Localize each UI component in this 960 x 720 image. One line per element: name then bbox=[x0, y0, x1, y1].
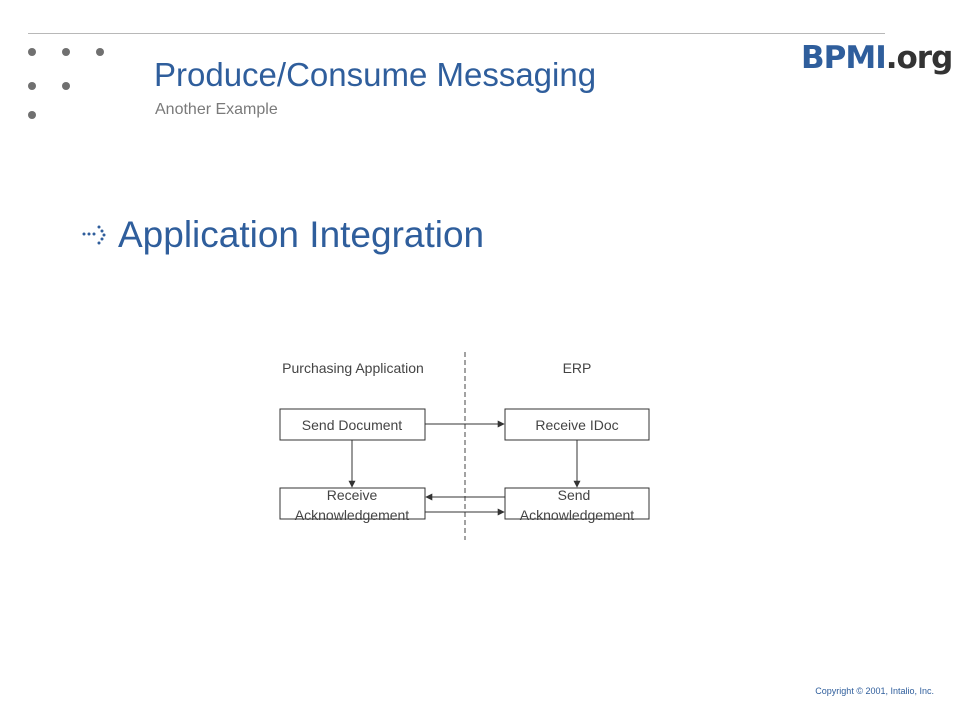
logo-text-main: BPMI bbox=[801, 40, 887, 76]
box-receive-acknowledgement: Receive Acknowledgement bbox=[279, 487, 426, 523]
decorative-dots bbox=[0, 0, 120, 130]
box-label-line1: Receive bbox=[327, 487, 378, 503]
bpmi-logo: BPMI.org bbox=[801, 40, 954, 76]
box-label: Receive IDoc bbox=[535, 417, 618, 433]
bullet-arrow-icon bbox=[82, 225, 106, 245]
box-send-acknowledgement: Send Acknowledgement bbox=[504, 487, 650, 523]
lane-label-purchasing: Purchasing Application bbox=[282, 360, 424, 376]
dot bbox=[28, 48, 36, 56]
box-label-line2: Acknowledgement bbox=[295, 507, 410, 523]
logo-text-ext: .org bbox=[885, 40, 954, 76]
box-label: Send Document bbox=[302, 417, 403, 433]
dot bbox=[96, 48, 104, 56]
dot bbox=[62, 48, 70, 56]
box-receive-idoc: Receive IDoc bbox=[504, 408, 650, 441]
page-title: Produce/Consume Messaging bbox=[154, 56, 597, 93]
bullet-heading: Application Integration bbox=[118, 214, 485, 255]
copyright-notice: Copyright © 2001, Intalio, Inc. bbox=[815, 686, 934, 696]
lane-label-erp: ERP bbox=[563, 360, 592, 376]
dot bbox=[28, 82, 36, 90]
box-send-document: Send Document bbox=[279, 408, 426, 441]
box-label-line2: Acknowledgement bbox=[520, 507, 635, 523]
top-divider bbox=[28, 33, 885, 34]
dot bbox=[62, 82, 70, 90]
page-subtitle: Another Example bbox=[155, 101, 278, 118]
dot bbox=[28, 111, 36, 119]
box-label-line1: Send bbox=[558, 487, 591, 503]
